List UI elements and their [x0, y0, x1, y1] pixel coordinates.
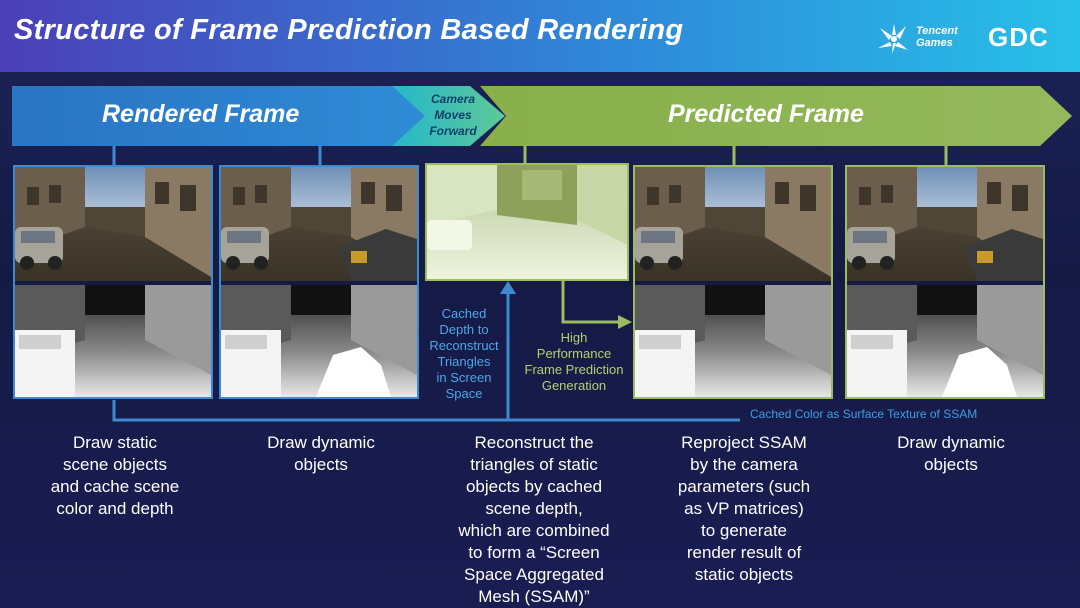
desc-line: Reconstruct the	[474, 433, 594, 452]
tencent-games-icon	[878, 24, 908, 54]
step-5-description: Draw dynamic objects	[856, 432, 1046, 476]
step-2-description: Draw dynamic objects	[226, 432, 416, 476]
desc-line: to form a “Screen	[468, 543, 600, 562]
camera-moves-forward-label: Camera Moves Forward	[420, 91, 486, 139]
desc-line: parameters (such	[677, 477, 811, 496]
reprojected-scene-color-image	[635, 167, 831, 281]
predicted-scene-depth-image	[847, 285, 1043, 397]
tencent-games-wordmark: Tencent Games	[916, 25, 958, 49]
cached-depth-caption: Cached Depth to Reconstruct Triangles in…	[424, 306, 504, 402]
camera-moves-chevron	[392, 86, 505, 146]
desc-line: objects	[294, 455, 348, 474]
prediction-arrowhead	[618, 315, 632, 329]
tencent-games-logo: Tencent Games	[876, 22, 971, 56]
desc-line: Reproject SSAM	[681, 433, 807, 452]
caption-line: Cached	[441, 306, 487, 321]
rendered-frame-arrow	[12, 86, 500, 146]
desc-line: which are combined	[458, 521, 610, 540]
prediction-path	[561, 281, 620, 324]
caption-line: Frame Prediction	[524, 362, 624, 377]
camera-line-1: Camera	[430, 92, 476, 106]
dynamic-scene-depth-image	[221, 285, 417, 397]
camera-line-3: Forward	[429, 124, 477, 138]
gdc-logo: GDC	[988, 22, 1049, 52]
desc-line: as VP matrices)	[684, 499, 804, 518]
desc-line: Draw dynamic	[897, 433, 1005, 452]
reprojected-static-panel	[633, 165, 833, 399]
title-bar: Structure of Frame Prediction Based Rend…	[0, 0, 1080, 72]
step-1-description: Draw static scene objects and cache scen…	[20, 432, 210, 520]
caption-line: Space	[445, 386, 483, 401]
ssam-mesh-image	[427, 165, 627, 279]
static-scene-panel	[13, 165, 213, 399]
caption-line: Generation	[541, 378, 607, 393]
caption-line: Performance	[536, 346, 612, 361]
caption-line: in Screen	[436, 370, 492, 385]
desc-line: render result of	[686, 543, 802, 562]
predicted-frame-label: Predicted Frame	[668, 100, 864, 128]
reprojected-scene-depth-image	[635, 285, 831, 397]
caption-line: Triangles	[437, 354, 491, 369]
ssam-mesh-panel	[425, 163, 629, 281]
dynamic-scene-color-image	[221, 167, 417, 281]
predicted-dynamic-panel	[845, 165, 1045, 399]
desc-line: Mesh (SSAM)”	[478, 587, 590, 606]
cached-depth-arrowhead	[500, 281, 516, 294]
static-scene-depth-image	[15, 285, 211, 397]
desc-line: triangles of static	[470, 455, 598, 474]
desc-line: scene objects	[63, 455, 167, 474]
cached-depth-path	[112, 290, 510, 422]
cached-color-caption: Cached Color as Surface Texture of SSAM	[750, 407, 978, 421]
step-3-description: Reconstruct the triangles of static obje…	[436, 432, 632, 608]
desc-line: Draw static	[72, 433, 158, 452]
desc-line: static objects	[694, 565, 794, 584]
desc-line: Draw dynamic	[267, 433, 375, 452]
desc-line: scene depth,	[485, 499, 583, 518]
high-performance-caption: High Performance Frame Prediction Genera…	[515, 330, 633, 394]
desc-line: by the camera	[690, 455, 798, 474]
caption-line: Reconstruct	[429, 338, 499, 353]
tencent-word: Tencent	[916, 25, 958, 37]
desc-line: color and depth	[56, 499, 174, 518]
predicted-frame-arrow	[480, 86, 1072, 146]
predicted-scene-color-image	[847, 167, 1043, 281]
dynamic-objects-panel	[219, 165, 419, 399]
frame-banner	[12, 86, 1072, 146]
page-title: Structure of Frame Prediction Based Rend…	[14, 14, 684, 46]
desc-line: objects	[924, 455, 978, 474]
static-scene-color-image	[15, 167, 211, 281]
caption-line: High	[560, 330, 588, 345]
step-4-description: Reproject SSAM by the camera parameters …	[646, 432, 842, 586]
desc-line: Space Aggregated	[464, 565, 604, 584]
games-word: Games	[916, 37, 953, 49]
rendered-frame-label: Rendered Frame	[102, 100, 300, 128]
caption-line: Depth to	[439, 322, 489, 337]
desc-line: objects by cached	[465, 477, 603, 496]
camera-line-2: Moves	[434, 108, 472, 122]
desc-line: to generate	[700, 521, 787, 540]
desc-line: and cache scene	[50, 477, 180, 496]
